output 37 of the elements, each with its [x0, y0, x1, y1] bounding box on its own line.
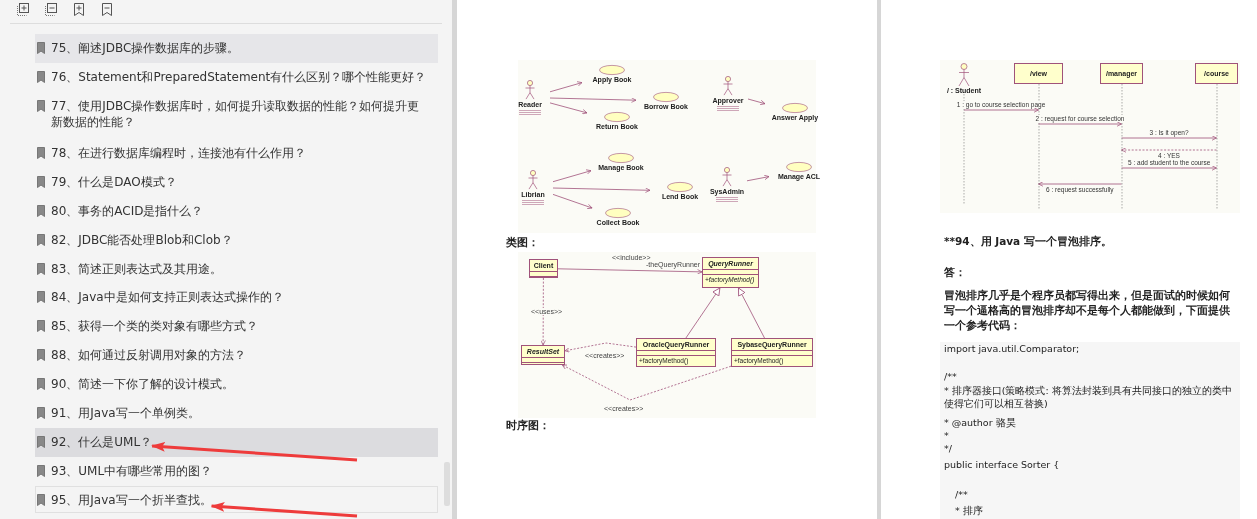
section-heading: 时序图： [506, 419, 550, 433]
code-line: * 排序 [955, 505, 983, 518]
bookmark-title: 92、什么是UML？ [51, 434, 153, 450]
code-line: * [944, 430, 949, 441]
code-line: * 排序器接口(策略模式: 将算法封装到具有共同接口的独立的类中使得它们可以相互替换) [944, 384, 1233, 410]
bookmark-title: 76、Statement和PreparedStatement有什么区别？哪个性能更好？ [51, 69, 427, 85]
class-box [529, 259, 558, 278]
class-box [521, 345, 565, 365]
bookmark-title: 90、简述一下你了解的设计模式。 [51, 376, 235, 392]
bookmark-title: 84、Java中是如何支持正则表达式操作的？ [51, 289, 284, 305]
code-line: import java.util.Comparator; [944, 343, 1080, 354]
code-line: * @author 骆昊 [944, 417, 1016, 430]
bookmark-title: 75、阐述JDBC操作数据库的步骤。 [51, 40, 240, 56]
bookmark-title: 82、JDBC能否处理Blob和Clob？ [51, 232, 233, 248]
bookmark-title: 93、UML中有哪些常用的图？ [51, 463, 213, 479]
bookmark-title: 85、获得一个类的类对象有哪些方式？ [51, 318, 259, 334]
bookmark-title: 88、如何通过反射调用对象的方法？ [51, 347, 247, 363]
question-heading: **94、用 Java 写一个冒泡排序。 [944, 235, 1112, 249]
code-line: public interface Sorter { [944, 459, 1060, 470]
code-line: /** [955, 489, 968, 500]
code-line: /** [944, 371, 957, 382]
annotation-arrow [210, 501, 358, 518]
class-box [702, 257, 759, 288]
bookmark-title: 91、用Java写一个单例类。 [51, 405, 200, 421]
annotation-arrow [151, 441, 358, 462]
section-heading: 类图： [506, 236, 539, 250]
bookmark-title: 79、什么是DAO模式？ [51, 174, 177, 190]
paragraph: 冒泡排序几乎是个程序员都写得出来，但是面试的时候如何写一个逼格高的冒泡排序却不是每个人都能做到，下面提供一个参考代码： [944, 288, 1231, 333]
answer-label: 答： [944, 266, 966, 280]
bookmark-title: 95、用Java写一个折半查找。 [51, 492, 212, 508]
bookmark-title: 78、在进行数据库编程时，连接池有什么作用？ [51, 145, 307, 161]
code-line: */ [944, 443, 952, 454]
bookmark-title: 77、使用JDBC操作数据库时，如何提升读取数据的性能？如何提升更新数据的性能？ [51, 98, 421, 130]
bookmark-title: 83、简述正则表达式及其用途。 [51, 261, 223, 277]
bookmark-title: 80、事务的ACID是指什么？ [51, 203, 204, 219]
class-box [636, 338, 716, 367]
class-box [731, 338, 813, 367]
